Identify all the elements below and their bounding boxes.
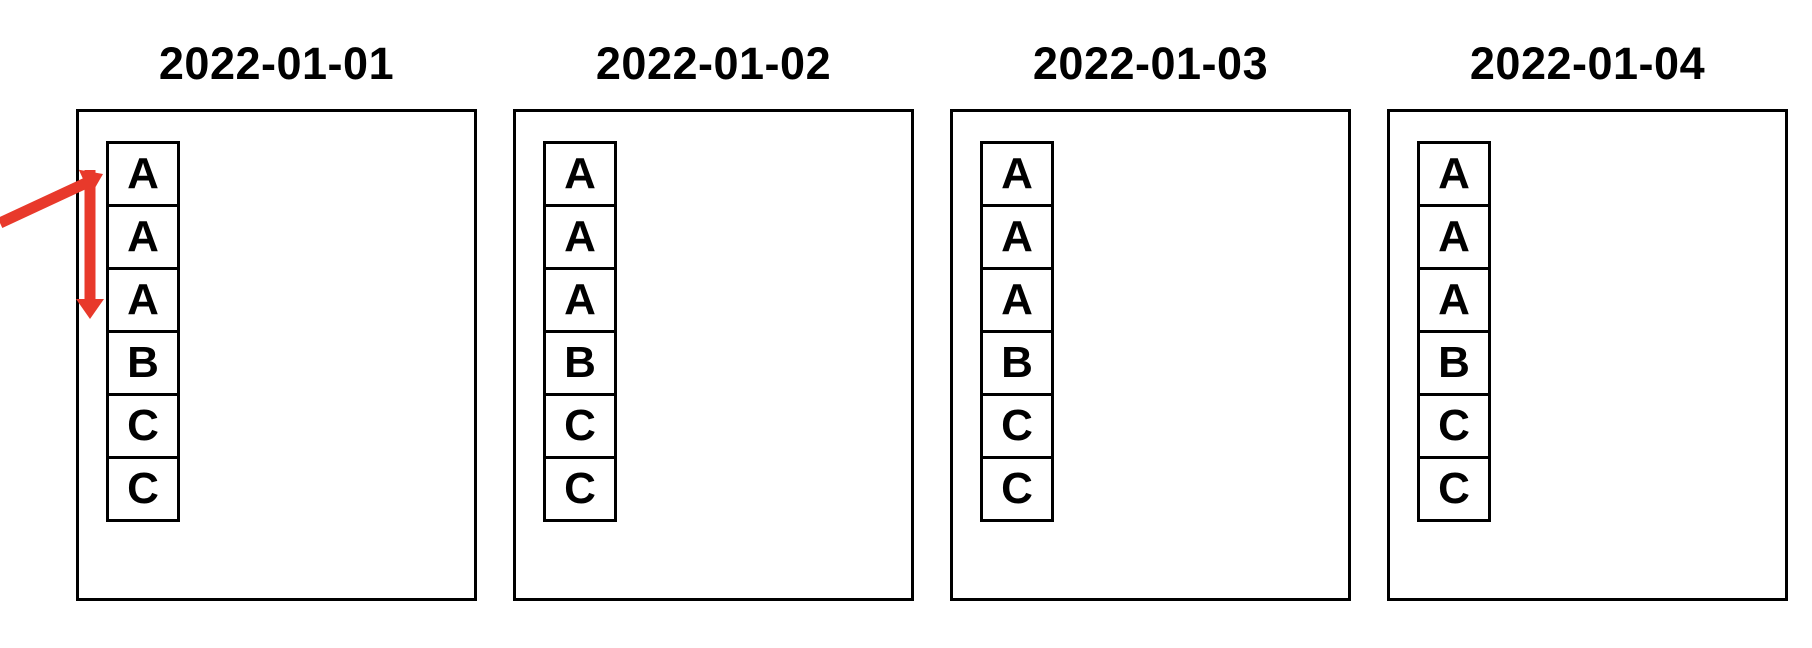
panel-title: 2022-01-02 [595,38,832,89]
day-panel-2: 2022-01-02 A A A B C C [513,40,914,601]
cell: C [1417,456,1491,522]
cell: A [1417,204,1491,270]
panel-title: 2022-01-01 [158,38,395,89]
cell: A [1417,267,1491,333]
cell: C [543,456,617,522]
cell-stack: A A A B C C [106,141,180,522]
panel-title: 2022-01-04 [1469,38,1706,89]
cell: A [106,141,180,207]
cell: A [543,204,617,270]
panel-frame: A A A B C C [76,109,477,601]
cell: A [106,267,180,333]
day-panels-row: 2022-01-01 A A A B C C 2022-01-02 A A A [76,40,1788,601]
cell: C [543,393,617,459]
cell: A [980,204,1054,270]
cell: C [980,393,1054,459]
cell: B [1417,330,1491,396]
cell: C [1417,393,1491,459]
panel-frame: A A A B C C [950,109,1351,601]
cell: B [543,330,617,396]
cell: A [543,267,617,333]
panel-frame: A A A B C C [1387,109,1788,601]
panel-frame: A A A B C C [513,109,914,601]
cell: C [106,456,180,522]
day-panel-3: 2022-01-03 A A A B C C [950,40,1351,601]
cell: A [543,141,617,207]
cell-stack: A A A B C C [980,141,1054,522]
cell: B [106,330,180,396]
cell: B [980,330,1054,396]
cell-stack: A A A B C C [543,141,617,522]
cell: A [1417,141,1491,207]
panel-title: 2022-01-03 [1032,38,1269,89]
cell: A [980,267,1054,333]
cell: A [980,141,1054,207]
day-panel-1: 2022-01-01 A A A B C C [76,40,477,601]
cell: C [106,393,180,459]
day-panel-4: 2022-01-04 A A A B C C [1387,40,1788,601]
cell: A [106,204,180,270]
cell: C [980,456,1054,522]
cell-stack: A A A B C C [1417,141,1491,522]
